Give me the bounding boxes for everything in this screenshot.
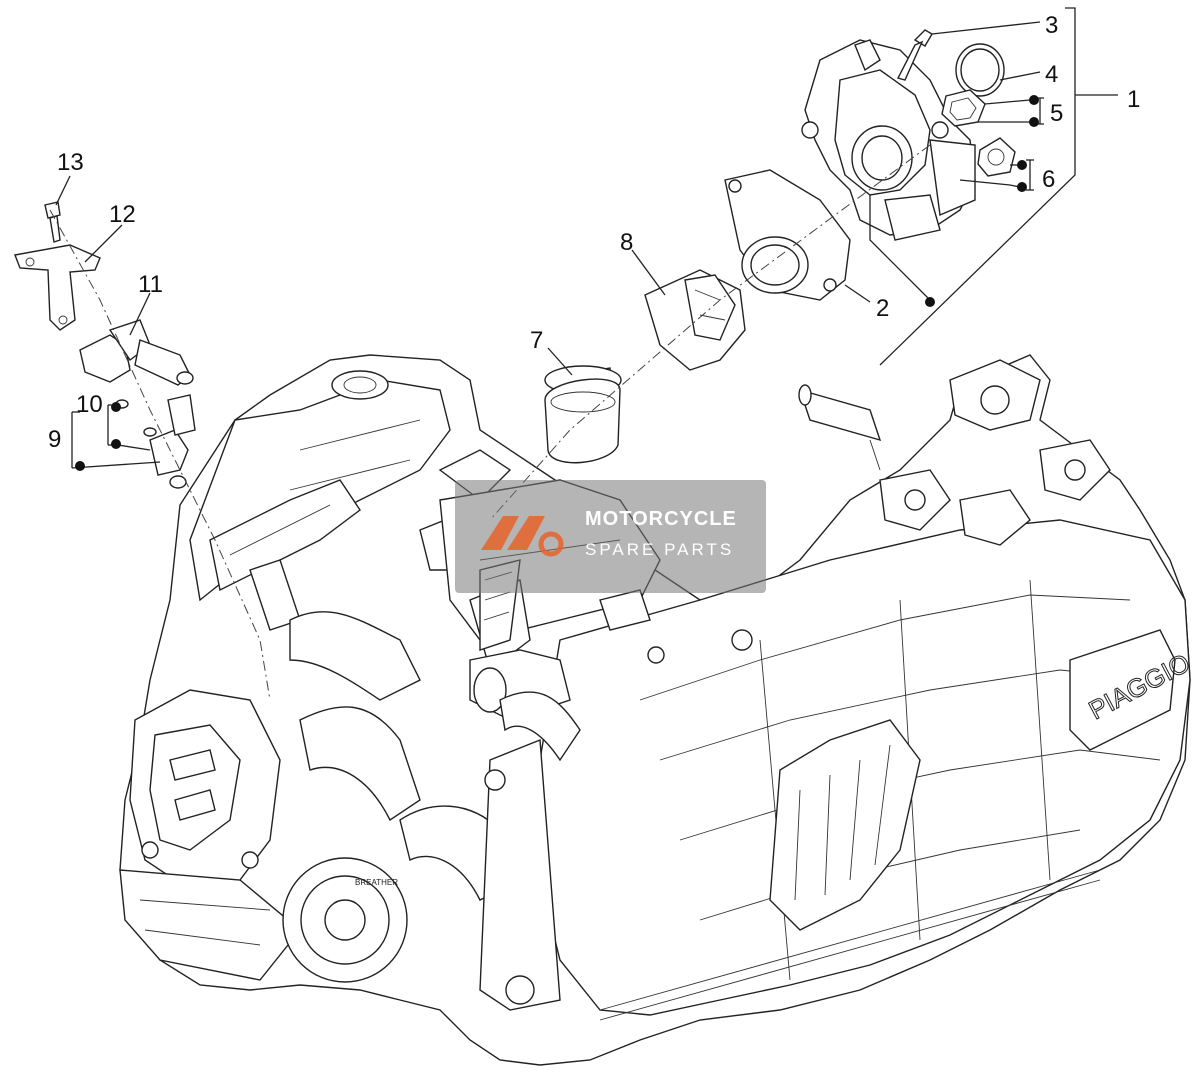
callout-6: 6 bbox=[1042, 166, 1055, 193]
leader-lines bbox=[49, 7, 1118, 701]
crankcase-bosses bbox=[879, 359, 1111, 546]
callout-numbers: 1 2 3 4 5 6 7 8 9 10 11 12 13 bbox=[48, 12, 1140, 453]
mounting-link bbox=[479, 589, 753, 1011]
callout-13: 13 bbox=[57, 149, 84, 176]
transmission-cover: PIAGGIO bbox=[539, 519, 1195, 1021]
callout-3: 3 bbox=[1045, 12, 1058, 39]
part-11-sensor bbox=[79, 319, 194, 386]
part-7-sleeve bbox=[544, 365, 622, 464]
engine-assembly: PIAGGIO bbox=[119, 354, 1195, 1066]
part-8-clamp bbox=[644, 269, 746, 371]
callout-10: 10 bbox=[76, 391, 103, 418]
part-4-o-ring bbox=[955, 43, 1005, 97]
callout-7: 7 bbox=[530, 327, 543, 354]
callout-2: 2 bbox=[876, 295, 889, 322]
callout-9: 9 bbox=[48, 426, 61, 453]
part-13-bolt bbox=[44, 201, 61, 243]
callout-5: 5 bbox=[1050, 100, 1063, 127]
front-engine-cover bbox=[119, 689, 301, 981]
callout-4: 4 bbox=[1045, 61, 1058, 88]
watermark-logo-icon bbox=[481, 516, 564, 557]
part-6-gasket bbox=[977, 137, 1016, 177]
breather-label: BREATHER bbox=[355, 878, 398, 887]
reference-dots bbox=[75, 95, 1039, 471]
part-2-intake-adapter bbox=[724, 169, 851, 301]
part-3-screw bbox=[896, 29, 933, 81]
rear-output-shaft bbox=[798, 384, 882, 471]
watermark-line-1: MOTORCYCLE bbox=[585, 508, 737, 530]
part-10-o-ring bbox=[115, 399, 157, 437]
callout-12: 12 bbox=[109, 201, 136, 228]
callout-8: 8 bbox=[620, 229, 633, 256]
watermark: MOTORCYCLE SPARE PARTS bbox=[455, 480, 766, 593]
part-12-bracket bbox=[14, 244, 101, 331]
watermark-line-2: SPARE PARTS bbox=[585, 540, 735, 559]
callout-11: 11 bbox=[138, 271, 163, 298]
round-housing: BREATHER bbox=[282, 857, 408, 983]
callout-1: 1 bbox=[1127, 86, 1140, 113]
wiring-connector bbox=[209, 479, 421, 701]
part-1-throttle-body bbox=[801, 39, 976, 241]
part-9-injector bbox=[149, 394, 196, 489]
